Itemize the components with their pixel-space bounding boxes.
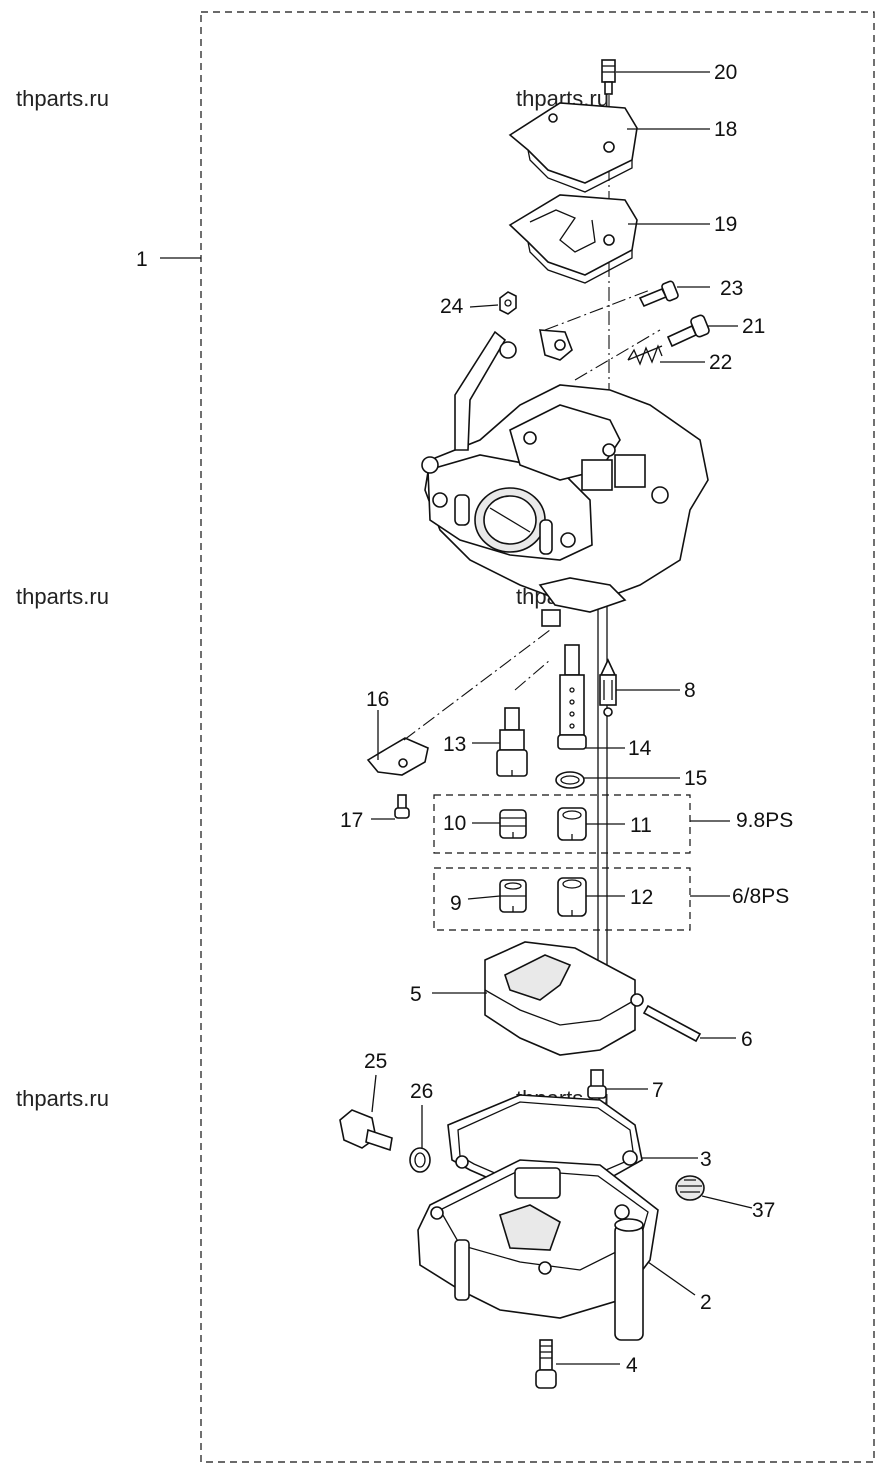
callout-24: 24 [440, 295, 464, 318]
part-4-screw [535, 1339, 557, 1389]
carburetor-body [421, 329, 709, 627]
part-6-pin [642, 1004, 702, 1043]
callout-7: 7 [652, 1079, 664, 1102]
part-18-cover-plate [508, 102, 638, 193]
callout-26: 26 [410, 1080, 433, 1103]
part-26-o-ring [409, 1147, 431, 1173]
callout-6: 6 [741, 1028, 753, 1051]
callout-8: 8 [684, 679, 696, 702]
callout-10: 10 [443, 812, 466, 835]
part-10-jet [499, 809, 527, 839]
part-20-screw [601, 59, 616, 95]
callout-11: 11 [630, 814, 652, 837]
callout-13: 13 [443, 733, 466, 756]
callout-19: 19 [714, 213, 737, 236]
part-22-spring [627, 344, 663, 366]
part-23-screw [638, 280, 679, 308]
watermark: thparts.ru [16, 584, 109, 609]
callout-9: 9 [450, 892, 462, 915]
assembly-frame [200, 11, 875, 1463]
callout-23: 23 [720, 277, 743, 300]
group-box-68ps [433, 867, 691, 931]
callout-12: 12 [630, 886, 653, 909]
callout-16: 16 [366, 688, 389, 711]
part-9-jet [499, 879, 527, 913]
part-2-float-chamber [417, 1159, 659, 1341]
part-5-float [484, 941, 644, 1056]
part-13-jet [496, 707, 528, 777]
callout-14: 14 [628, 737, 652, 760]
callout-5: 5 [410, 983, 422, 1006]
part-11-jet [557, 807, 587, 841]
leader-lines [160, 71, 753, 1365]
callout-37: 37 [752, 1199, 775, 1222]
callout-2: 2 [700, 1291, 712, 1314]
callout-18: 18 [714, 118, 737, 141]
callout-3: 3 [700, 1148, 712, 1171]
watermark: thparts.ru [16, 1086, 109, 1111]
part-8-needle-valve [599, 658, 617, 717]
part-7-screw [587, 1069, 607, 1099]
part-16-plate [366, 737, 429, 776]
group-label-98ps: 9.8PS [736, 809, 793, 832]
callout-4: 4 [626, 1354, 638, 1377]
part-19-gasket [508, 194, 638, 284]
callout-25: 25 [364, 1050, 387, 1073]
callout-21: 21 [742, 315, 765, 338]
callout-20: 20 [714, 61, 737, 84]
part-25-drain-screw [339, 1109, 393, 1152]
part-17-screw [394, 794, 410, 819]
part-21-screw [666, 314, 710, 348]
part-12-jet [557, 877, 587, 917]
part-14-nozzle [557, 644, 587, 750]
part-15-o-ring [555, 771, 585, 789]
group-label-68ps: 6/8PS [732, 885, 789, 908]
part-24-nut [499, 291, 517, 315]
callout-15: 15 [684, 767, 707, 790]
callout-17: 17 [340, 809, 363, 832]
callout-1: 1 [136, 248, 148, 271]
callout-22: 22 [709, 351, 732, 374]
watermark: thparts.ru [16, 86, 109, 111]
part-37-filter [675, 1175, 705, 1201]
